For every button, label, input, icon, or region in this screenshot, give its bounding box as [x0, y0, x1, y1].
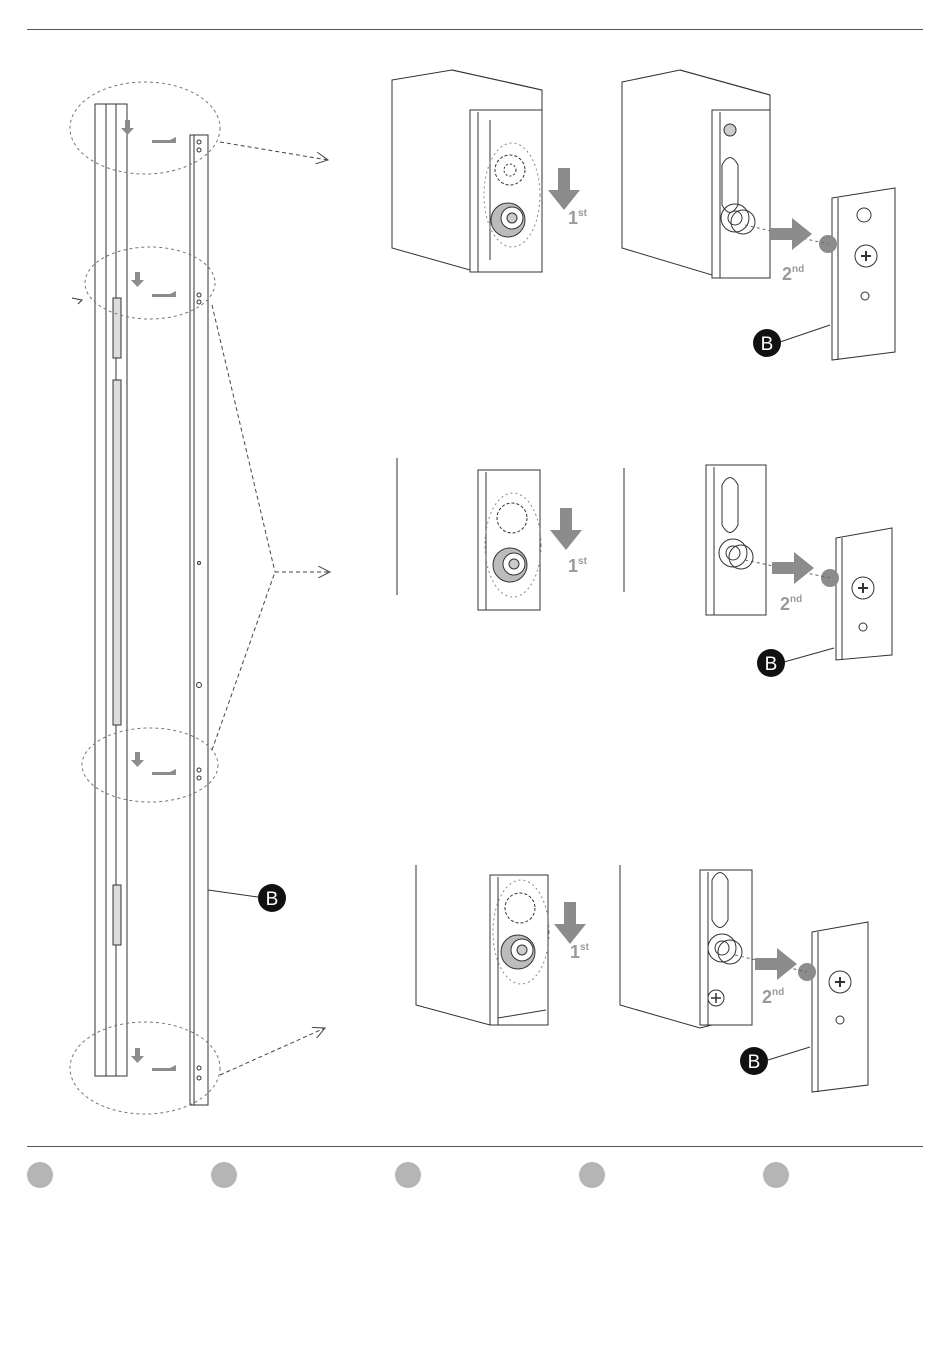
detail-row-2-step-1 [397, 458, 624, 610]
arrow-down-row2 [550, 508, 582, 550]
callout-b-row1-letter: B [761, 334, 774, 355]
label-1st-row3: 1st [570, 942, 590, 962]
leader-arrows [212, 142, 330, 1075]
callout-b-row3-letter: B [748, 1052, 761, 1073]
small-step-arrows [121, 120, 176, 1071]
label-2nd-row2: 2nd [780, 594, 802, 614]
long-profile-overview [72, 104, 208, 1105]
label-1st-row2: 1st [568, 556, 588, 576]
detail-row-1-step-1 [392, 70, 542, 272]
arrow-down-row1 [548, 168, 580, 210]
arrow-down-row3 [554, 902, 586, 944]
footer-dot-2 [211, 1162, 237, 1188]
detail-row-1-step-2 [622, 70, 895, 360]
arrow-right-row3 [755, 948, 797, 980]
arrow-right-row1 [770, 218, 812, 250]
label-2nd-row3: 2nd [762, 987, 784, 1007]
footer-dot-1 [27, 1162, 53, 1188]
callout-b-row2-letter: B [765, 654, 778, 675]
callout-b-left-letter: B [266, 889, 279, 910]
footer-dot-3 [395, 1162, 421, 1188]
footer-dot-4 [579, 1162, 605, 1188]
footer-dot-5 [763, 1162, 789, 1188]
label-2nd-row1: 2nd [782, 264, 804, 284]
arrow-right-row2 [772, 552, 814, 584]
detail-row-3-step-1 [416, 865, 549, 1025]
label-1st-row1: 1st [568, 208, 588, 228]
